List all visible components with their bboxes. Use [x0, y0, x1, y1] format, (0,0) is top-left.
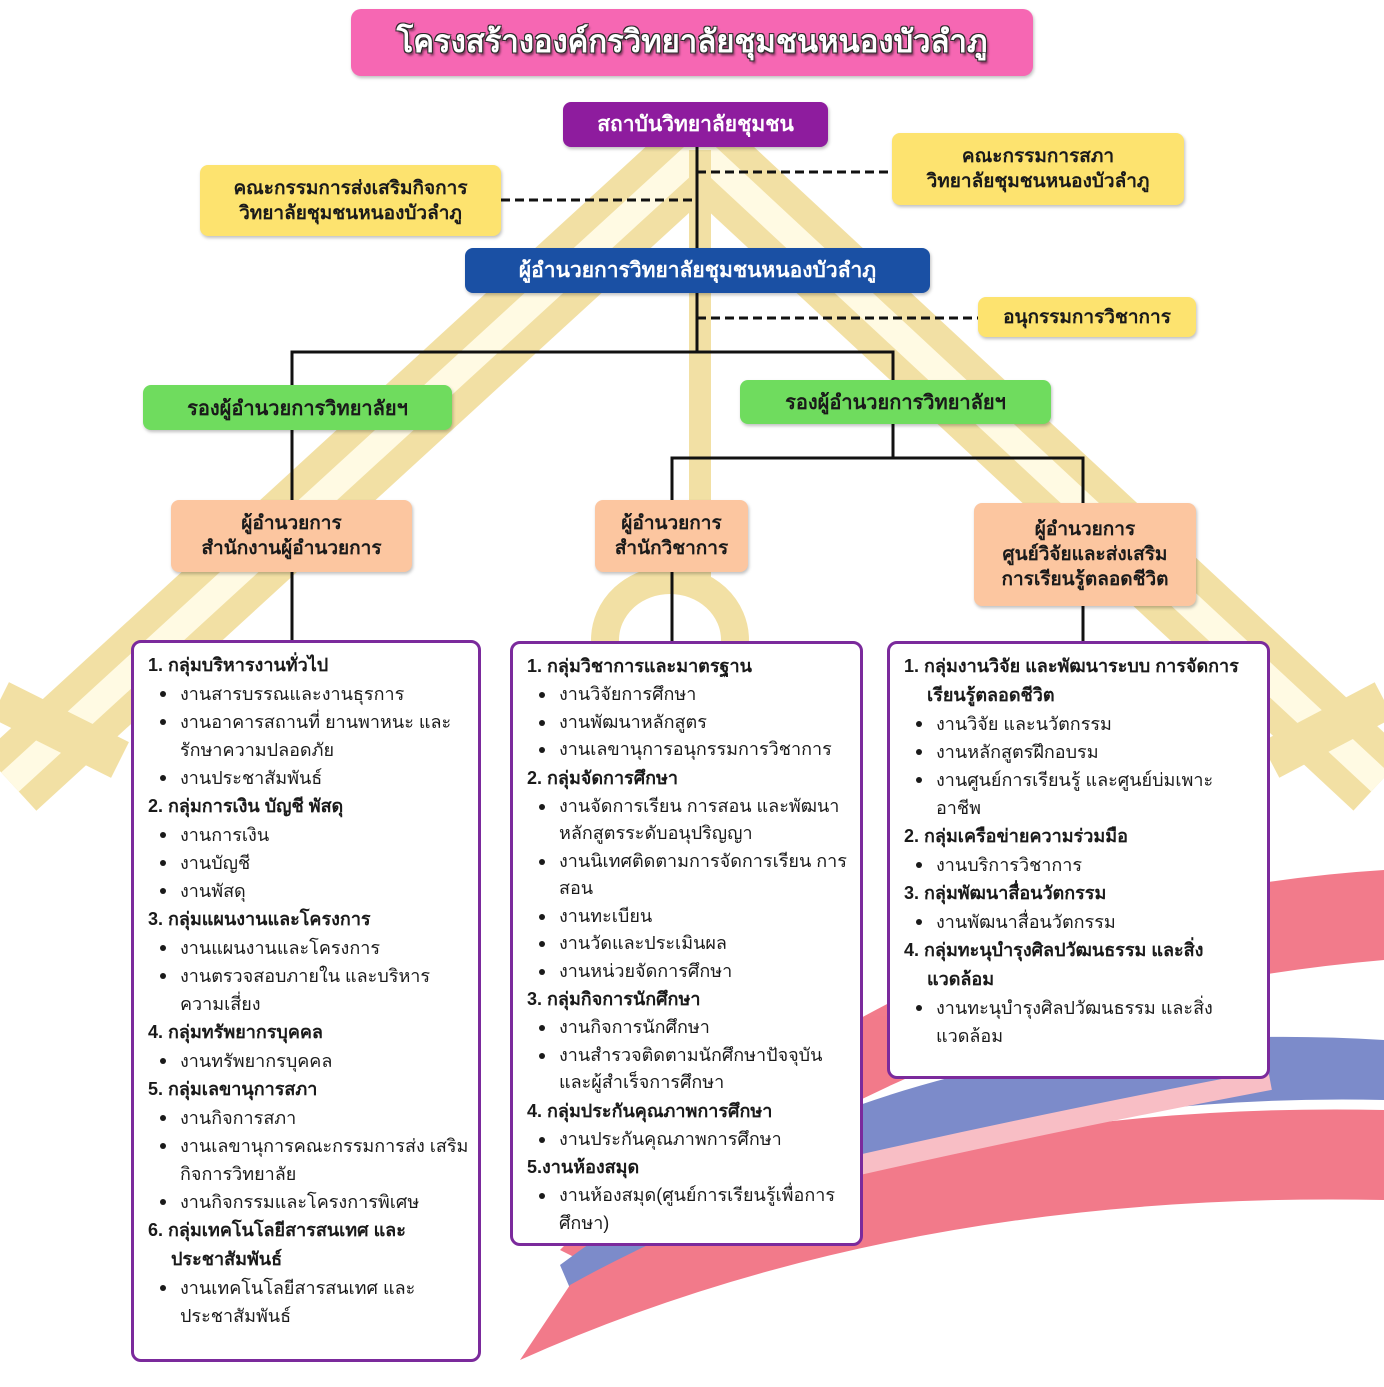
- group-heading: 5.งานห้องสมุด: [527, 1157, 640, 1177]
- task-item: งานการเงิน: [148, 821, 472, 849]
- task-list: งานสารบรรณและงานธุรการงานอาคารสถานที่ ยา…: [148, 680, 472, 792]
- task-item: งานเลขานุการอนุกรรมการวิชาการ: [527, 736, 854, 764]
- task-item: งานศูนย์การเรียนรู้ และศูนย์บ่มเพาะ อาชี…: [904, 766, 1261, 822]
- task-list: งานแผนงานและโครงการงานตรวจสอบภายใน และบร…: [148, 934, 472, 1018]
- task-item: งานบริการวิชาการ: [904, 851, 1261, 879]
- institute-box: สถาบันวิทยาลัยชุมชน: [563, 102, 828, 147]
- task-item: งานประชาสัมพันธ์: [148, 764, 472, 792]
- task-item: งานกิจการนักศึกษา: [527, 1014, 854, 1042]
- task-item: งานบัญชี: [148, 849, 472, 877]
- task-list: งานกิจการนักศึกษางานสำรวจติดตามนักศึกษาป…: [527, 1014, 854, 1097]
- deputy-director-left-box: รองผู้อำนวยการวิทยาลัยฯ: [143, 385, 452, 430]
- task-item: งานนิเทศติดตามการจัดการเรียน การสอน: [527, 848, 854, 903]
- group-heading: 1. กลุ่มงานวิจัย และพัฒนาระบบ การจัดการเ…: [904, 656, 1239, 705]
- task-item: งานวิจัยการศึกษา: [527, 681, 854, 709]
- promotion-committee-box: คณะกรรมการส่งเสริมกิจการวิทยาลัยชุมชนหนอ…: [200, 165, 501, 236]
- council-committee-box: คณะกรรมการสภาวิทยาลัยชุมชนหนองบัวลำภู: [892, 133, 1184, 205]
- group-heading: 3. กลุ่มกิจการนักศึกษา: [527, 989, 701, 1009]
- group-heading: 2. กลุ่มการเงิน บัญชี พัสดุ: [148, 796, 344, 816]
- task-item: งานหลักสูตรฝึกอบรม: [904, 738, 1261, 766]
- task-item: งานทรัพยากรบุคคล: [148, 1047, 472, 1075]
- task-list: งานทรัพยากรบุคคล: [148, 1047, 472, 1075]
- task-list: งานการเงินงานบัญชีงานพัสดุ: [148, 821, 472, 905]
- task-item: งานทะเบียน: [527, 903, 854, 931]
- research-director-box: ผู้อำนวยการศูนย์วิจัยและส่งเสริมการเรียน…: [974, 503, 1196, 606]
- task-item: งานห้องสมุด(ศูนย์การเรียนรู้เพื่อการ ศึก…: [527, 1182, 854, 1237]
- academic-subcommittee-box: อนุกรรมการวิชาการ: [978, 297, 1196, 337]
- task-item: งานหน่วยจัดการศึกษา: [527, 958, 854, 986]
- group-heading: 3. กลุ่มแผนงานและโครงการ: [148, 909, 371, 929]
- office-duties-panel: 1. กลุ่มบริหารงานทั่วไปงานสารบรรณและงานธ…: [131, 640, 481, 1362]
- deputy-director-right-box: รองผู้อำนวยการวิทยาลัยฯ: [740, 380, 1051, 424]
- group-heading: 6. กลุ่มเทคโนโลยีสารสนเทศ และประชาสัมพัน…: [148, 1220, 406, 1269]
- task-item: งานกิจกรรมและโครงการพิเศษ: [148, 1188, 472, 1216]
- task-item: งานแผนงานและโครงการ: [148, 934, 472, 962]
- task-item: งานวัดและประเมินผล: [527, 930, 854, 958]
- task-list: งานเทคโนโลยีสารสนเทศ และประชาสัมพันธ์: [148, 1274, 472, 1330]
- task-item: งานสารบรรณและงานธุรการ: [148, 680, 472, 708]
- task-list: งานประกันคุณภาพการศึกษา: [527, 1126, 854, 1154]
- group-heading: 4. กลุ่มทะนุบำรุงศิลปวัฒนธรรม และสิ่งแวด…: [904, 940, 1204, 989]
- task-item: งานอาคารสถานที่ ยานพาหนะ และรักษาความปลอ…: [148, 708, 472, 764]
- task-item: งานสำรวจติดตามนักศึกษาปัจจุบัน และผู้สำเ…: [527, 1042, 854, 1097]
- task-item: งานตรวจสอบภายใน และบริหารความเสี่ยง: [148, 962, 472, 1018]
- research-duties-panel: 1. กลุ่มงานวิจัย และพัฒนาระบบ การจัดการเ…: [887, 641, 1270, 1079]
- task-item: งานพัฒนาสื่อนวัตกรรม: [904, 908, 1261, 936]
- group-heading: 1. กลุ่มบริหารงานทั่วไป: [148, 655, 329, 675]
- group-heading: 3. กลุ่มพัฒนาสื่อนวัตกรรม: [904, 883, 1107, 903]
- office-director-box: ผู้อำนวยการสำนักงานผู้อำนวยการ: [171, 500, 412, 572]
- group-heading: 2. กลุ่มจัดการศึกษา: [527, 767, 679, 788]
- group-heading: 5. กลุ่มเลขานุการสภา: [148, 1079, 318, 1099]
- task-item: งานพัสดุ: [148, 877, 472, 905]
- task-item: งานเทคโนโลยีสารสนเทศ และประชาสัมพันธ์: [148, 1274, 472, 1330]
- task-item: งานกิจการสภา: [148, 1104, 472, 1132]
- task-list: งานจัดการเรียน การสอน และพัฒนา หลักสูตรร…: [527, 793, 854, 986]
- group-heading: 4. กลุ่มประกันคุณภาพการศึกษา: [527, 1100, 773, 1121]
- director-box: ผู้อำนวยการวิทยาลัยชุมชนหนองบัวลำภู: [465, 248, 930, 293]
- task-item: งานจัดการเรียน การสอน และพัฒนา หลักสูตรร…: [527, 793, 854, 848]
- task-list: งานพัฒนาสื่อนวัตกรรม: [904, 908, 1261, 936]
- academic-duties-panel: 1. กลุ่มวิชาการและมาตรฐานงานวิจัยการศึกษ…: [510, 641, 863, 1246]
- group-heading: 1. กลุ่มวิชาการและมาตรฐาน: [527, 656, 752, 676]
- task-item: งานเลขานุการคณะกรรมการส่ง เสริมกิจการวิท…: [148, 1132, 472, 1188]
- task-list: งานวิจัยการศึกษางานพัฒนาหลักสูตรงานเลขาน…: [527, 681, 854, 764]
- task-item: งานประกันคุณภาพการศึกษา: [527, 1126, 854, 1154]
- group-heading: 2. กลุ่มเครือข่ายความร่วมมือ: [904, 826, 1128, 846]
- task-list: งานกิจการสภางานเลขานุการคณะกรรมการส่ง เส…: [148, 1104, 472, 1216]
- task-list: งานบริการวิชาการ: [904, 851, 1261, 879]
- academic-director-box: ผู้อำนวยการสำนักวิชาการ: [595, 500, 748, 572]
- task-item: งานพัฒนาหลักสูตร: [527, 709, 854, 737]
- group-heading: 4. กลุ่มทรัพยากรบุคคล: [148, 1022, 323, 1042]
- task-list: งานห้องสมุด(ศูนย์การเรียนรู้เพื่อการ ศึก…: [527, 1182, 854, 1237]
- task-list: งานวิจัย และนวัตกรรมงานหลักสูตรฝึกอบรมงา…: [904, 710, 1261, 822]
- task-item: งานวิจัย และนวัตกรรม: [904, 710, 1261, 738]
- task-list: งานทะนุบำรุงศิลปวัฒนธรรม และสิ่งแวดล้อม: [904, 994, 1261, 1050]
- page-title: โครงสร้างองค์กรวิทยาลัยชุมชนหนองบัวลำภู: [351, 9, 1033, 76]
- task-item: งานทะนุบำรุงศิลปวัฒนธรรม และสิ่งแวดล้อม: [904, 994, 1261, 1050]
